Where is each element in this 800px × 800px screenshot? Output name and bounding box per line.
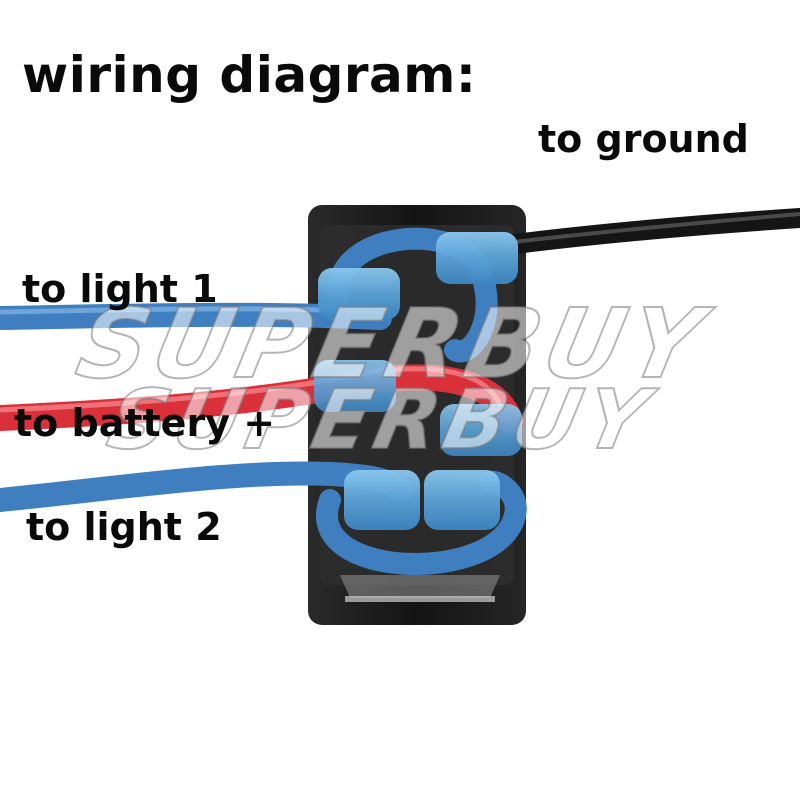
label-to-ground: to ground (538, 117, 749, 161)
connector-top-right (436, 232, 518, 284)
switch-bottom-frame (340, 575, 500, 598)
label-to-light-2: to light 2 (26, 505, 222, 549)
connector-bottom-left (344, 470, 420, 530)
connector-middle-right (440, 404, 522, 456)
connector-middle-left (314, 360, 396, 412)
label-to-battery: to battery + (14, 401, 276, 445)
label-to-light-1: to light 1 (22, 267, 218, 311)
switch-bottom-slot (345, 596, 495, 602)
page-title: wiring diagram: (22, 46, 477, 104)
connector-bottom-right (424, 470, 500, 530)
bottom-blue-jumper-wire (316, 470, 527, 575)
connector-top-left (318, 268, 400, 320)
